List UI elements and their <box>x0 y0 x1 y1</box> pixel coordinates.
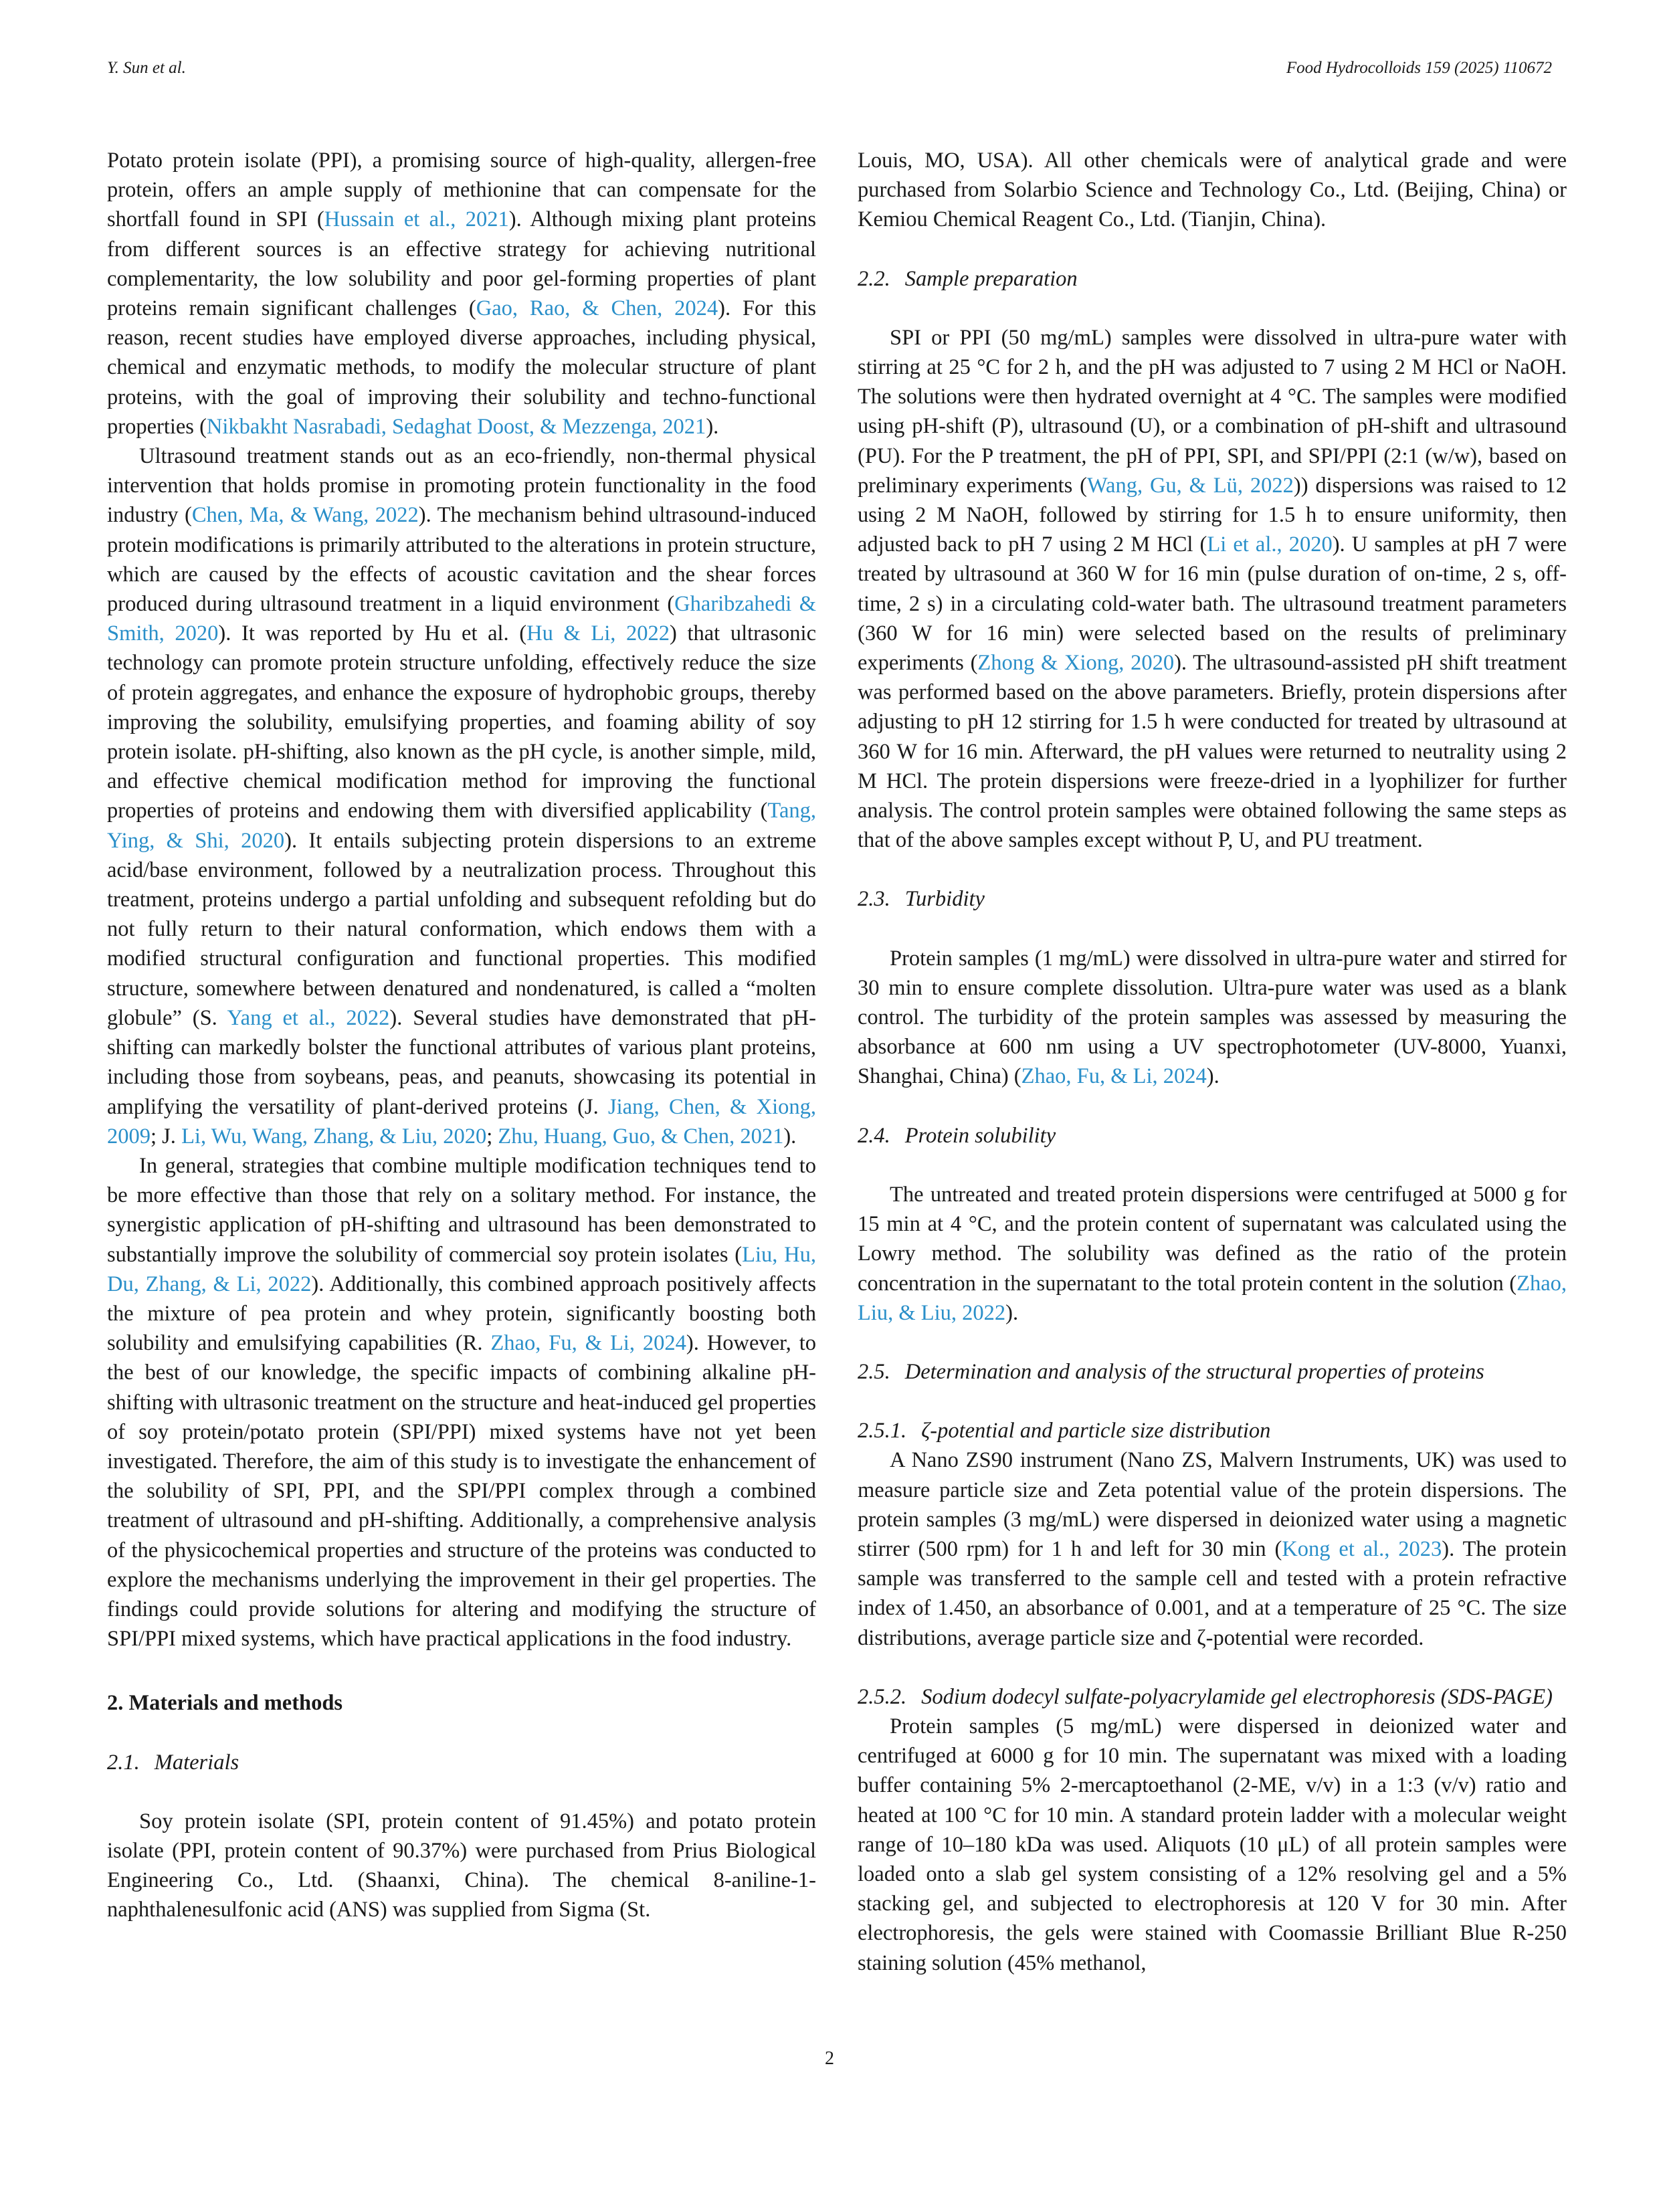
citation-link[interactable]: Li et al., 2020 <box>1207 532 1333 557</box>
subsection-number: 2.5. <box>858 1359 890 1384</box>
text-run: In general, strategies that combine mult… <box>107 1153 816 1267</box>
citation-link[interactable]: Gao, Rao, & Chen, 2024 <box>476 296 718 321</box>
text-run: ). The protein sample was transferred to… <box>858 1536 1567 1650</box>
text-run: ). The mechanism behind ultrasound-induc… <box>107 503 816 617</box>
text-run: ) that ultrasonic technology can promote… <box>107 621 816 823</box>
subsection-number: 2.2. <box>858 266 890 291</box>
citation-link[interactable]: Hussain et al., 2021 <box>324 207 509 232</box>
citation-link[interactable]: Chen, Ma, & Wang, 2022 <box>191 503 419 528</box>
page-number: 2 <box>825 2048 834 2069</box>
citation-link[interactable]: Wang, Gu, & Lü, 2022 <box>1086 473 1294 498</box>
text-run: ). <box>1005 1300 1019 1325</box>
citation-link[interactable]: Zhu, Huang, Guo, & Chen, 2021 <box>498 1124 784 1148</box>
text-run: Ultrasound treatment stands out as an ec… <box>107 444 816 528</box>
text-run: Protein samples (1 mg/mL) were dissolved… <box>858 946 1567 1089</box>
citation-link[interactable]: Kong et al., 2023 <box>1282 1536 1442 1561</box>
sds-page-paragraph: Protein samples (5 mg/mL) were dispersed… <box>858 1714 1567 1975</box>
materials-paragraph: Soy protein isolate (SPI, protein conten… <box>107 1809 816 1922</box>
text-run: ). It was reported by Hu et al. ( <box>218 621 527 646</box>
text-run: ). <box>706 414 719 439</box>
subsection-title: Protein solubility <box>904 1123 1056 1148</box>
subsection-title: Materials <box>154 1750 239 1775</box>
text-run: ). It entails subjecting protein dispers… <box>107 828 816 1030</box>
running-head-journal: Food Hydrocolloids 159 (2025) 110672 <box>1286 59 1552 77</box>
subsection-heading-materials: 2.1. Materials <box>107 1748 816 1777</box>
text-run: ). Although mixing plant proteins from d… <box>107 207 816 321</box>
subsection-title: Turbidity <box>904 887 985 912</box>
subsection-heading-structural-properties: 2.5. Determination and analysis of the st… <box>858 1357 1567 1387</box>
subsection-title: Determination and analysis of the struct… <box>904 1359 1484 1384</box>
subsection-heading-sample-preparation: 2.2. Sample preparation <box>858 264 1567 294</box>
subsection-heading-turbidity: 2.3. Turbidity <box>858 884 1567 914</box>
text-run: Potato protein isolate (PPI), a promisin… <box>107 148 816 232</box>
running-head-authors: Y. Sun et al. <box>107 59 186 77</box>
turbidity-paragraph: Protein samples (1 mg/mL) were dissolved… <box>858 944 1567 1092</box>
text-run: )) dispersions was raised to 12 using 2 … <box>858 473 1567 557</box>
left-column: Potato protein isolate (PPI), a promisin… <box>107 146 816 1925</box>
materials-paragraph-continued: Louis, MO, USA). All other chemicals wer… <box>858 148 1567 232</box>
text-run: ). Additionally, this combined approach … <box>107 1272 816 1356</box>
text-run: ). <box>1206 1064 1219 1089</box>
intro-paragraph-2: Ultrasound treatment stands out as an ec… <box>107 441 816 1151</box>
intro-paragraph-1: Potato protein isolate (PPI), a promisin… <box>107 146 816 441</box>
citation-link[interactable]: Liu, Hu, Du, Zhang, & Li, 2022 <box>107 1242 816 1296</box>
subsubsection-number: 2.5.1. <box>858 1419 907 1443</box>
subsubsection-title: ζ-potential and particle size distributi… <box>921 1419 1271 1443</box>
citation-link[interactable]: Tang, Ying, & Shi, 2020 <box>107 799 816 853</box>
subsection-number: 2.4. <box>858 1123 890 1148</box>
citation-link[interactable]: Zhao, Liu, & Liu, 2022 <box>858 1271 1567 1325</box>
citation-link[interactable]: Zhong & Xiong, 2020 <box>977 651 1175 676</box>
citation-link[interactable]: Hu & Li, 2022 <box>526 621 670 646</box>
text-run: ; J. <box>151 1124 182 1148</box>
citation-link[interactable]: Jiang, Chen, & Xiong, 2009 <box>107 1094 816 1148</box>
text-run: SPI or PPI (50 mg/mL) samples were disso… <box>858 325 1567 498</box>
text-run: ). <box>783 1124 797 1148</box>
text-run: ). The ultrasound-assisted pH shift trea… <box>858 651 1567 853</box>
section-heading-materials-methods: 2. Materials and methods <box>107 1691 343 1716</box>
intro-paragraph-3: In general, strategies that combine mult… <box>107 1151 816 1653</box>
sample-preparation-paragraph: SPI or PPI (50 mg/mL) samples were disso… <box>858 323 1567 856</box>
subsection-title: Sample preparation <box>904 266 1078 291</box>
subsubsection-heading-zeta-potential: 2.5.1. ζ-potential and particle size dist… <box>858 1416 1567 1445</box>
citation-link[interactable]: Nikbakht Nasrabadi, Sedaghat Doost, & Me… <box>206 414 706 439</box>
subsection-number: 2.3. <box>858 887 890 912</box>
text-run: ; <box>486 1124 498 1148</box>
text-run: The untreated and treated protein disper… <box>858 1182 1567 1296</box>
subsubsection-title: Sodium dodecyl sulfate-polyacrylamide ge… <box>921 1684 1553 1709</box>
text-run: ). However, to the best of our knowledge… <box>107 1331 817 1651</box>
citation-link[interactable]: Gharibzahedi & Smith, 2020 <box>107 592 816 646</box>
subsection-number: 2.1. <box>107 1750 140 1775</box>
text-run: ). For this reason, recent studies have … <box>107 296 816 439</box>
text-run: A Nano ZS90 instrument (Nano ZS, Malvern… <box>858 1448 1567 1561</box>
subsection-heading-protein-solubility: 2.4. Protein solubility <box>858 1121 1567 1150</box>
text-run: ). Several studies have demonstrated tha… <box>107 1005 816 1119</box>
zeta-potential-paragraph: A Nano ZS90 instrument (Nano ZS, Malvern… <box>858 1445 1567 1652</box>
subsubsection-number: 2.5.2. <box>858 1684 907 1709</box>
right-column: Louis, MO, USA). All other chemicals wer… <box>858 146 1567 1978</box>
subsubsection-heading-sds-page: 2.5.2. Sodium dodecyl sulfate-polyacrylam… <box>858 1682 1567 1712</box>
citation-link[interactable]: Yang et al., 2022 <box>227 1005 390 1030</box>
solubility-paragraph: The untreated and treated protein disper… <box>858 1180 1567 1328</box>
text-run: ). U samples at pH 7 were treated by ult… <box>858 532 1567 676</box>
citation-link[interactable]: Zhao, Fu, & Li, 2024 <box>1021 1064 1207 1089</box>
citation-link[interactable]: Zhao, Fu, & Li, 2024 <box>490 1331 686 1356</box>
citation-link[interactable]: Li, Wu, Wang, Zhang, & Liu, 2020 <box>181 1124 487 1148</box>
